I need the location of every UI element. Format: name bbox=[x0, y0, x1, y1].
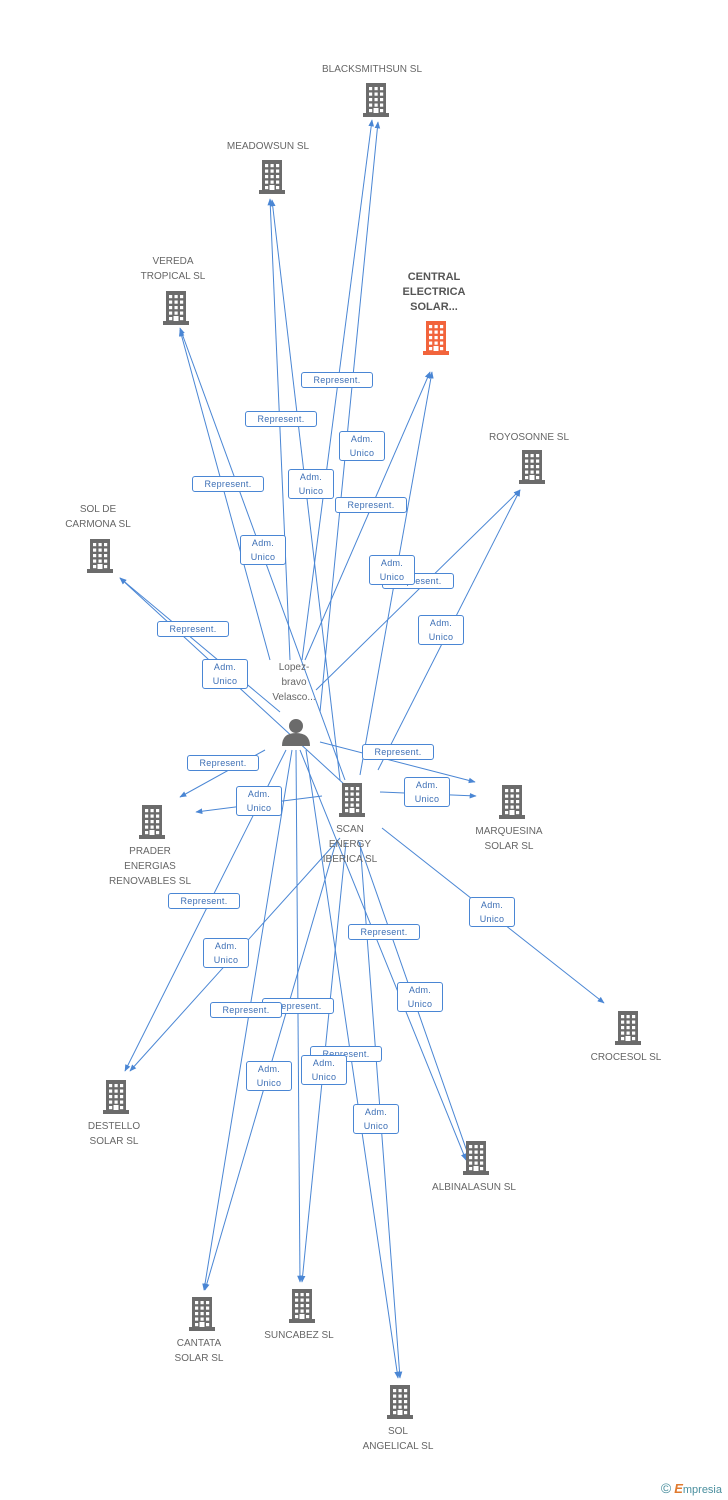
relation-label[interactable]: Adm. Unico bbox=[240, 535, 286, 565]
relation-label[interactable]: Adm. Unico bbox=[418, 615, 464, 645]
node-label-prader[interactable]: PRADER ENERGIAS RENOVABLES SL bbox=[108, 846, 192, 887]
relation-label[interactable]: Represent. bbox=[362, 744, 434, 760]
relation-label[interactable]: Adm. Unico bbox=[288, 469, 334, 499]
relation-label[interactable]: Represent. bbox=[335, 497, 407, 513]
relation-edge bbox=[319, 741, 476, 784]
relation-label[interactable]: Represent. bbox=[210, 1002, 282, 1018]
relation-label[interactable]: Represent. bbox=[168, 893, 240, 909]
relation-label[interactable]: Adm. Unico bbox=[203, 938, 249, 968]
node-label-central[interactable]: CENTRAL ELECTRICA SOLAR... bbox=[402, 271, 466, 313]
node-label-soldecarmona[interactable]: SOL DE CARMONA SL bbox=[65, 504, 131, 530]
relation-edge bbox=[295, 749, 303, 1283]
person-icon[interactable] bbox=[282, 719, 310, 746]
relation-label[interactable]: Represent. bbox=[157, 621, 229, 637]
empresia-brand[interactable]: ©Empresia bbox=[660, 1480, 722, 1496]
building-icon[interactable] bbox=[463, 1141, 489, 1175]
relation-label[interactable]: Represent. bbox=[192, 476, 264, 492]
building-icon[interactable] bbox=[259, 160, 285, 194]
relation-label[interactable]: Adm. Unico bbox=[469, 897, 515, 927]
building-icon[interactable] bbox=[139, 805, 165, 839]
node-label-destello[interactable]: DESTELLO SOLAR SL bbox=[87, 1121, 141, 1147]
building-icon[interactable] bbox=[615, 1011, 641, 1045]
building-icon[interactable] bbox=[387, 1385, 413, 1419]
node-label-suncabez[interactable]: SUNCABEZ SL bbox=[264, 1330, 334, 1341]
node-label-vereda[interactable]: VEREDA TROPICAL SL bbox=[140, 256, 206, 282]
relation-label[interactable]: Represent. bbox=[187, 755, 259, 771]
relation-edge bbox=[301, 119, 374, 661]
relation-label[interactable]: Adm. Unico bbox=[236, 786, 282, 816]
building-icon[interactable] bbox=[87, 539, 113, 573]
building-icon[interactable] bbox=[519, 450, 545, 484]
relation-edge bbox=[299, 749, 467, 1161]
building-icon[interactable] bbox=[163, 291, 189, 325]
relation-edge bbox=[267, 198, 291, 661]
node-label-scan[interactable]: SCAN ENERGY IBERICA SL bbox=[322, 824, 378, 865]
relation-label[interactable]: Adm. Unico bbox=[397, 982, 443, 1012]
relation-edge bbox=[178, 329, 271, 661]
relation-edge bbox=[202, 749, 293, 1291]
relation-edge bbox=[119, 577, 281, 713]
relation-label[interactable]: Adm. Unico bbox=[339, 431, 385, 461]
node-label-blacksmithsun[interactable]: BLACKSMITHSUN SL bbox=[321, 64, 423, 75]
building-icon[interactable] bbox=[103, 1080, 129, 1114]
node-label-crocesol[interactable]: CROCESOL SL bbox=[590, 1052, 662, 1063]
relation-edge bbox=[304, 371, 431, 661]
node-label-albinalasun[interactable]: ALBINALASUN SL bbox=[432, 1182, 516, 1193]
relation-label[interactable]: Adm. Unico bbox=[301, 1055, 347, 1085]
relation-edge bbox=[315, 489, 521, 691]
relation-edge bbox=[319, 121, 381, 713]
relation-label[interactable]: Adm. Unico bbox=[246, 1061, 292, 1091]
building-icon[interactable] bbox=[189, 1297, 215, 1331]
node-label-cantata[interactable]: CANTATA SOLAR SL bbox=[174, 1338, 224, 1364]
relation-label[interactable]: Adm. Unico bbox=[353, 1104, 399, 1134]
copyright-icon: © bbox=[660, 1480, 672, 1496]
relation-label[interactable]: Represent. bbox=[348, 924, 420, 940]
building-icon[interactable] bbox=[363, 83, 389, 117]
relation-label[interactable]: Adm. Unico bbox=[369, 555, 415, 585]
building-icon[interactable] bbox=[499, 785, 525, 819]
relation-label[interactable]: Represent. bbox=[245, 411, 317, 427]
building-icon[interactable] bbox=[423, 321, 449, 355]
relation-edge bbox=[305, 749, 400, 1379]
building-icon[interactable] bbox=[289, 1289, 315, 1323]
person-label[interactable]: Lopez- bravo Velasco... bbox=[272, 662, 316, 703]
node-label-marquesina[interactable]: MARQUESINA SOLAR SL bbox=[475, 826, 543, 852]
node-label-solangelical[interactable]: SOL ANGELICAL SL bbox=[362, 1426, 434, 1452]
node-label-meadowsun[interactable]: MEADOWSUN SL bbox=[226, 141, 310, 152]
relation-label[interactable]: Adm. Unico bbox=[404, 777, 450, 807]
relation-label[interactable]: Represent. bbox=[301, 372, 373, 388]
building-icon[interactable] bbox=[339, 783, 365, 817]
relation-label[interactable]: Adm. Unico bbox=[202, 659, 248, 689]
node-label-royosonne[interactable]: ROYOSONNE SL bbox=[488, 432, 570, 443]
